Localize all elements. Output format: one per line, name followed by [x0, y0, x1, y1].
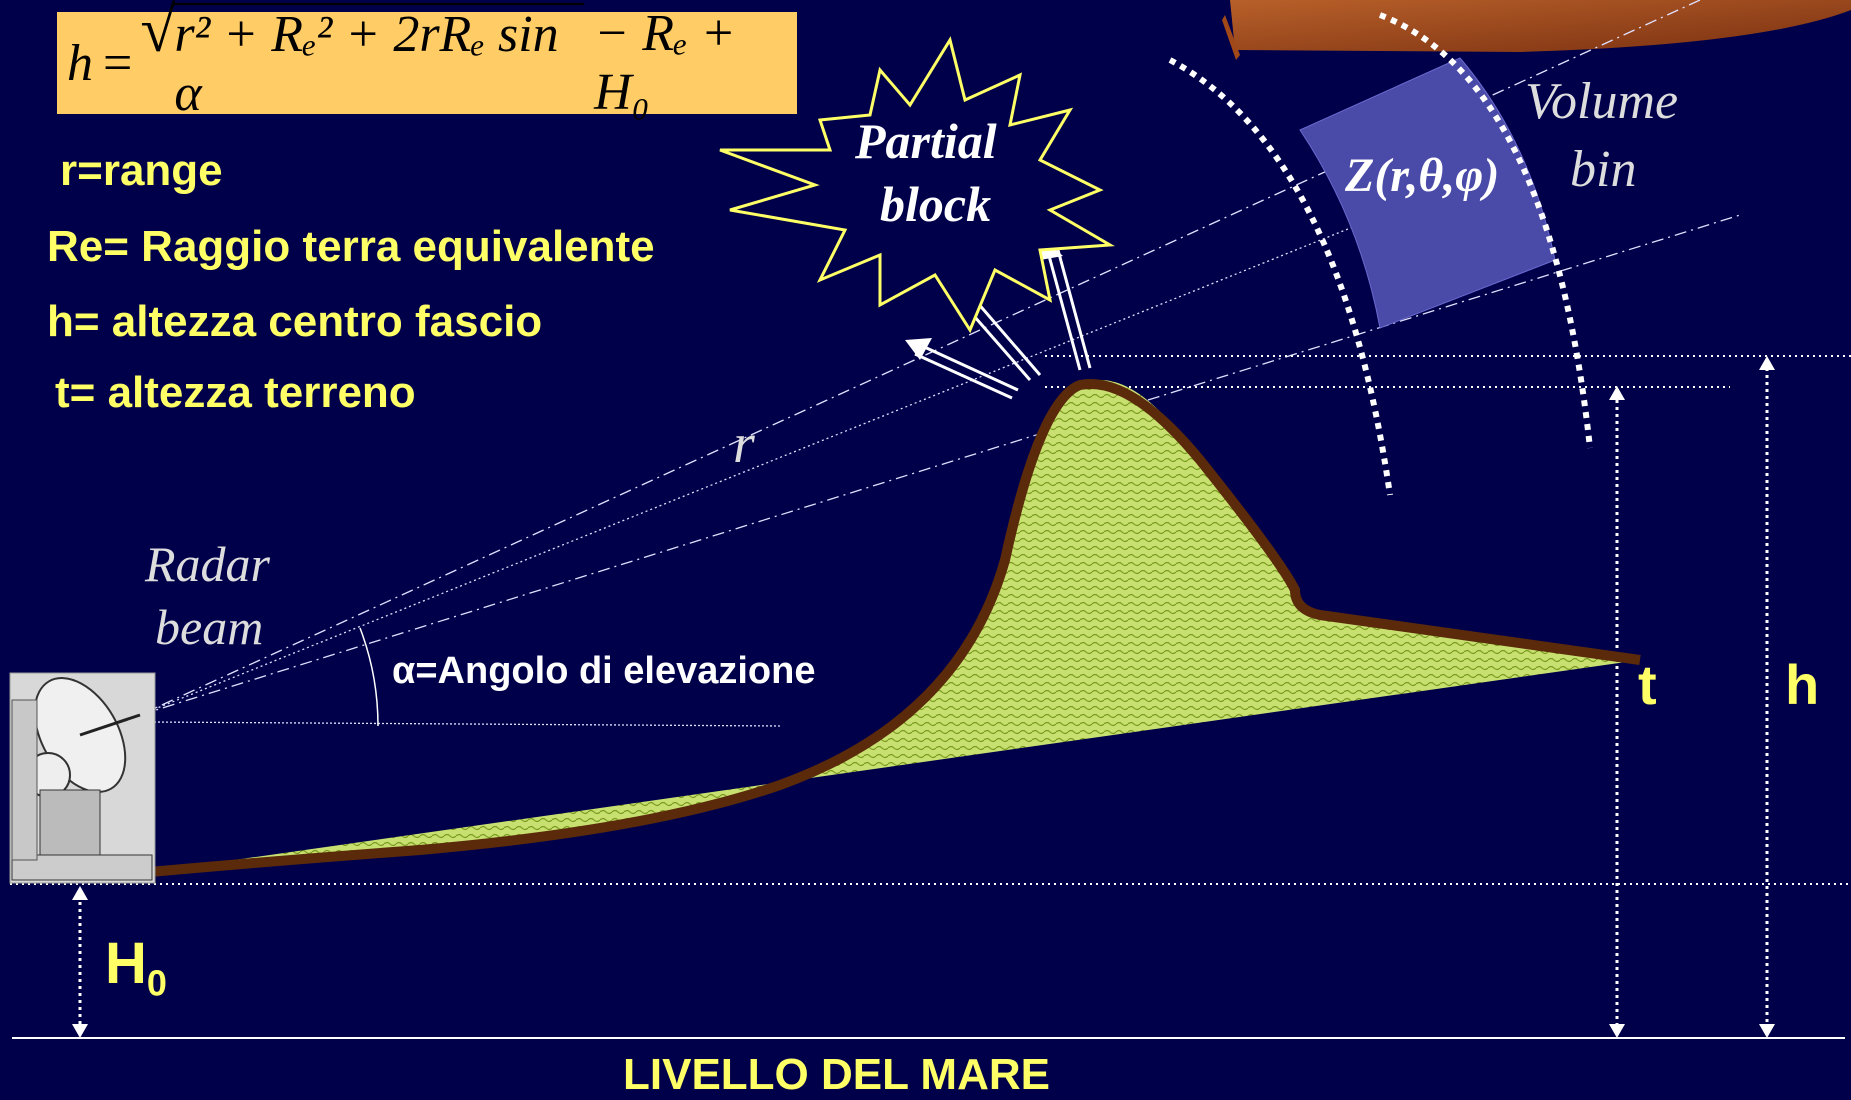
legend-re: Re= Raggio terra equivalente [47, 222, 655, 271]
range-label: r [733, 413, 755, 475]
formula-box: h = r² + Rₑ² + 2rRₑ sin α − Rₑ + H₀ [57, 0, 797, 122]
block-arrows [914, 249, 1092, 400]
reflectivity-label: Z(r,θ,φ) [1345, 149, 1500, 202]
formula-eq: = [103, 34, 133, 92]
t-label: t [1638, 653, 1657, 716]
legend-h: h= altezza centro fascio [47, 297, 543, 346]
arrow-heads [72, 356, 1775, 1038]
dimension-arrows [78, 368, 1769, 1030]
h0-sub: 0 [146, 962, 167, 1004]
radar-beam-line2: beam [155, 599, 264, 655]
formula-tail: − Rₑ + H₀ [594, 5, 736, 121]
legend-t: t= altezza terreno [55, 368, 416, 417]
alpha-label: α=Angolo di elevazione [392, 650, 816, 692]
burst-line2: block [880, 176, 992, 232]
radar-beam-line1: Radar [145, 536, 270, 592]
terrain [150, 380, 1640, 872]
radar-antenna-icon [9, 672, 156, 884]
burst-line1: Partial [855, 113, 997, 169]
h-label: h [1785, 653, 1820, 716]
alpha-arc [359, 627, 379, 727]
terrain-outline [149, 379, 1641, 877]
formula-lhs: h [67, 34, 93, 92]
formula-radicand: r² + Rₑ² + 2rRₑ sin α [140, 0, 585, 123]
h0-main: H [105, 931, 147, 996]
cloud-shape [1230, 0, 1851, 52]
reference-lines [10, 355, 1851, 885]
sea-level-label: LIVELLO DEL MARE [623, 1050, 1050, 1099]
volume-bin-line2: bin [1570, 141, 1637, 198]
h0-label: H0 [105, 930, 167, 1005]
partial-block-burst [719, 36, 1115, 334]
legend-r: r=range [60, 146, 223, 195]
volume-bin-line1: Volume [1525, 73, 1679, 130]
